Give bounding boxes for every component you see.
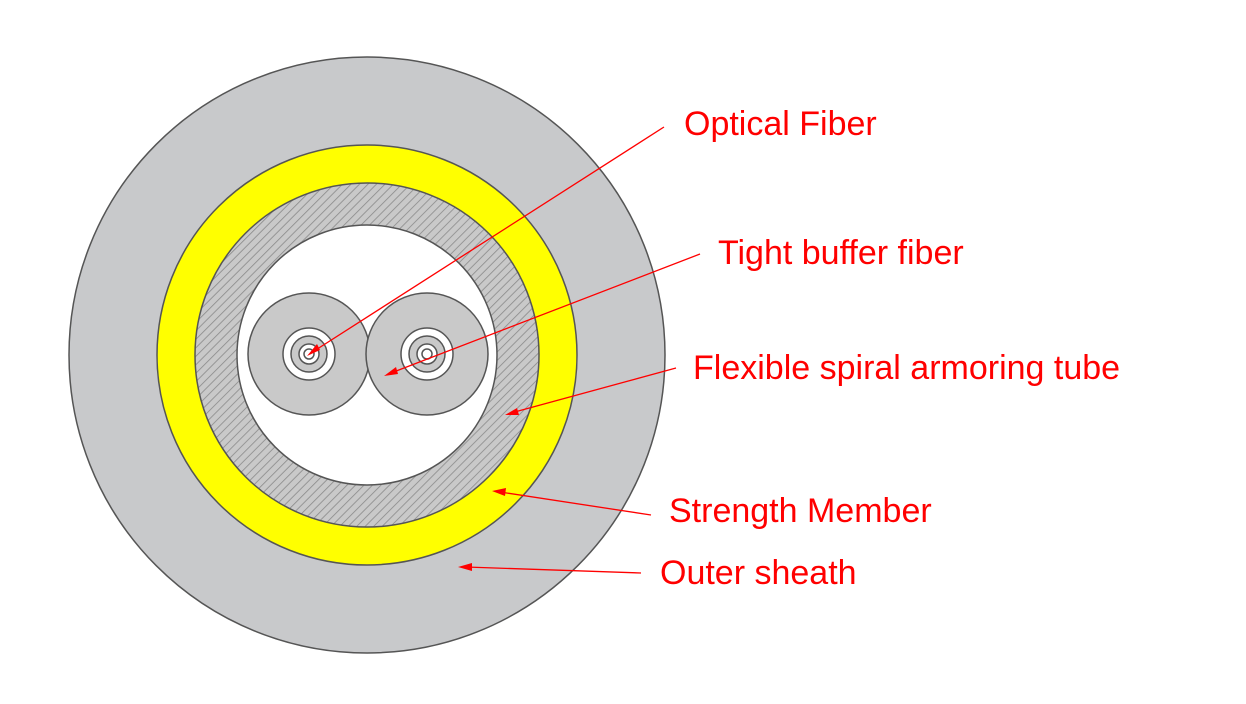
leader-optical-fiber xyxy=(310,126,665,354)
leader-strength-member xyxy=(499,491,652,516)
label-optical-fiber: Optical Fiber xyxy=(684,105,877,143)
label-outer-sheath: Outer sheath xyxy=(660,554,857,592)
annotation-leader-lines xyxy=(307,126,701,574)
leader-outer-sheath xyxy=(465,566,642,574)
label-strength-member: Strength Member xyxy=(669,492,932,530)
tight-buffer-fiber-right xyxy=(365,292,489,416)
leader-tight-buffer-fiber xyxy=(390,253,701,374)
arrowhead-tight-buffer-fiber xyxy=(384,367,398,376)
arrowhead-optical-fiber xyxy=(307,344,320,356)
arrowhead-outer-sheath xyxy=(458,563,472,571)
label-flexible-armoring-tube: Flexible spiral armoring tube xyxy=(693,349,1121,387)
arrowhead-strength-member xyxy=(492,488,506,496)
label-tight-buffer-fiber: Tight buffer fiber xyxy=(718,234,964,272)
leader-flexible-armoring-tube xyxy=(510,367,677,414)
arrowhead-flexible-armoring-tube xyxy=(505,408,519,415)
